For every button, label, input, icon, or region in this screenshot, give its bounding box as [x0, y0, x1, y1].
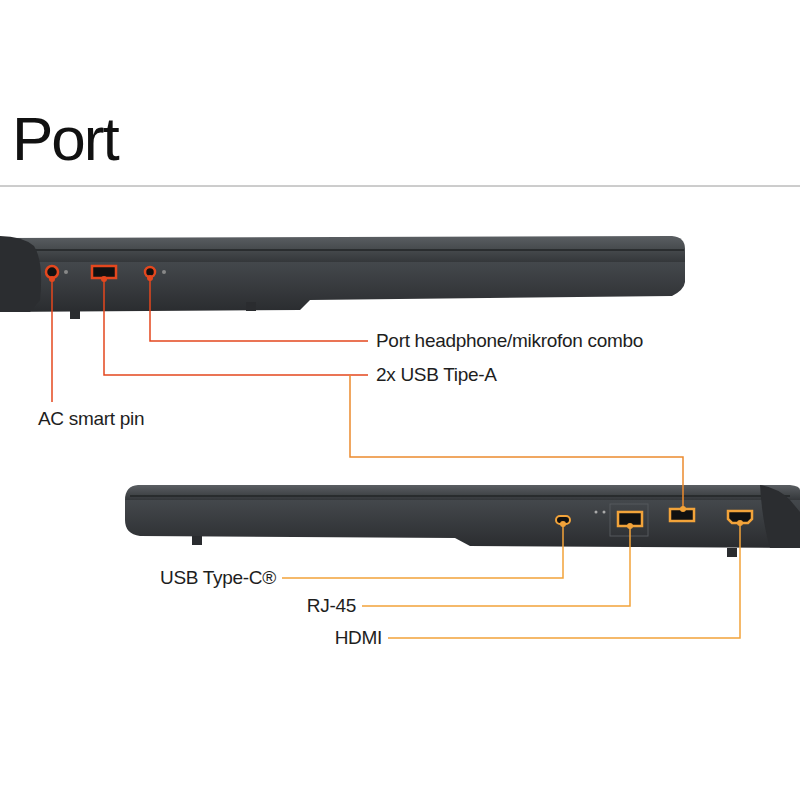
- port-label: AC smart pin: [36, 408, 146, 431]
- port-label: 2x USB Tipe-A: [374, 364, 499, 387]
- page-title: Port: [12, 108, 118, 170]
- port-label: Port headphone/mikrofon combo: [374, 330, 645, 353]
- port-label: RJ-45: [305, 595, 358, 618]
- port-label: HDMI: [333, 627, 384, 650]
- port-label: USB Type-C®: [158, 567, 278, 590]
